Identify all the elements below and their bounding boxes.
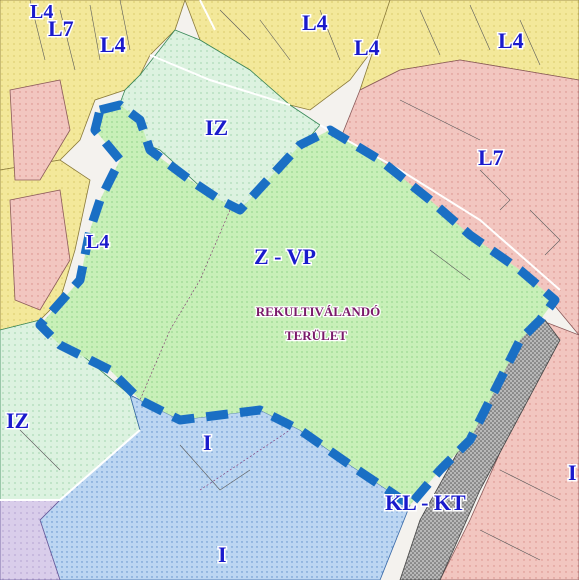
zone-label-l4-north-1: L4 bbox=[100, 32, 126, 57]
zone-label-l4-northeast: L4 bbox=[498, 28, 524, 53]
kl-kt-transport-strip bbox=[399, 319, 561, 580]
reclamation-note-line2: TERÜLET bbox=[285, 328, 347, 343]
zone-label-l4-north-2: L4 bbox=[302, 10, 328, 35]
zone-label-l4-topleft: L4 bbox=[30, 1, 53, 23]
zone-label-l7-topleft: L7 bbox=[48, 16, 74, 41]
zone-label-l4-west: L4 bbox=[86, 231, 109, 253]
parcel-lines bbox=[19, 0, 561, 561]
zone-label-kl-kt: KL - KT bbox=[385, 490, 466, 515]
zone-label-l7-east: L7 bbox=[478, 145, 504, 170]
zone-label-i-south: I bbox=[218, 542, 227, 567]
zone-label-z-vp: Z - VP bbox=[254, 244, 316, 269]
zone-label-i-east: I bbox=[568, 460, 577, 485]
zone-label-i-center: I bbox=[203, 430, 212, 455]
residential-area-northwest bbox=[0, 0, 186, 331]
z-vp-green-area bbox=[40, 105, 555, 505]
zone-label-iz-north: IZ bbox=[205, 115, 228, 140]
reclamation-note-line1: REKULTIVÁLANDÓ bbox=[256, 304, 381, 319]
project-boundary bbox=[35, 100, 560, 510]
zone-label-iz-west: IZ bbox=[6, 408, 29, 433]
zone-label-l4-north-3: L4 bbox=[354, 35, 380, 60]
